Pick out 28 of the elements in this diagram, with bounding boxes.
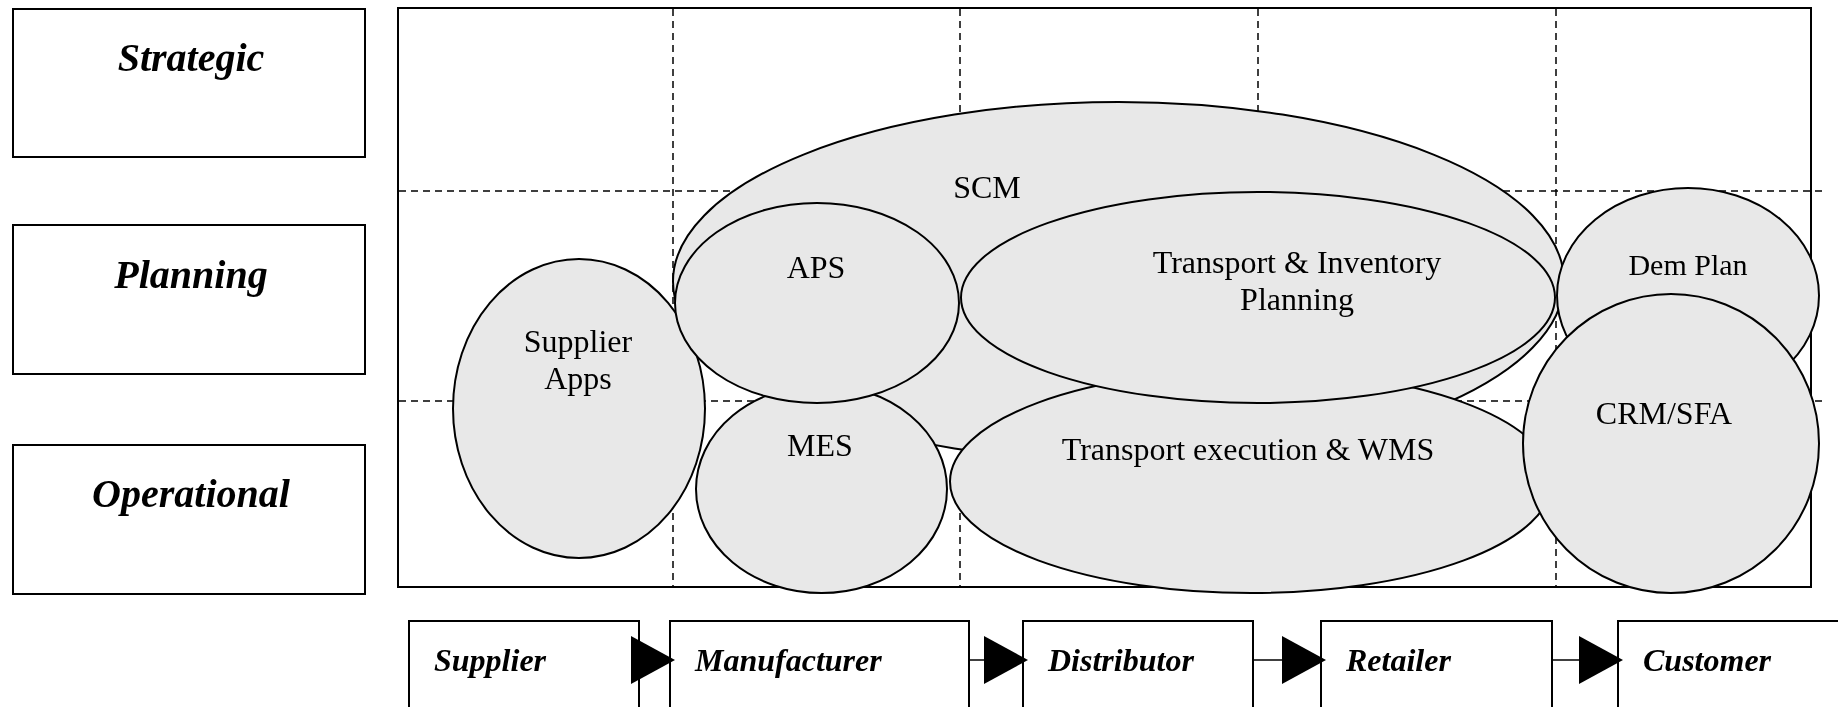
chain-label: Manufacturer [695, 642, 882, 679]
layer-label: Planning [114, 250, 268, 298]
system-label: Transport execution & WMS [1060, 430, 1436, 468]
layer-box [12, 8, 366, 158]
flow-arrow [969, 636, 1028, 684]
system-label: SCM [952, 168, 1022, 206]
chain-box [1320, 620, 1553, 707]
system-label: Transport & Inventory Planning [1151, 244, 1443, 318]
chain-box [1617, 620, 1838, 707]
layer-box [12, 444, 366, 595]
system-label: CRM/SFA [1594, 394, 1734, 432]
layer-box [12, 224, 366, 375]
chain-label: Supplier [434, 642, 547, 679]
chain-label: Distributor [1048, 642, 1194, 679]
layer-label: Operational [92, 469, 290, 517]
system-label: MES [786, 426, 854, 464]
flow-arrow [631, 636, 675, 684]
system-label: APS [785, 248, 847, 286]
chain-box [408, 620, 640, 707]
chain-box [1022, 620, 1254, 707]
chain-label: Customer [1643, 642, 1772, 679]
chain-box [669, 620, 970, 707]
system-label: Dem Plan [1627, 248, 1749, 282]
flow-arrow [1253, 636, 1326, 684]
layer-label: Strategic [117, 33, 265, 81]
chain-label: Retailer [1346, 642, 1451, 679]
system-label: Supplier Apps [522, 323, 634, 397]
flow-arrow [1552, 636, 1623, 684]
